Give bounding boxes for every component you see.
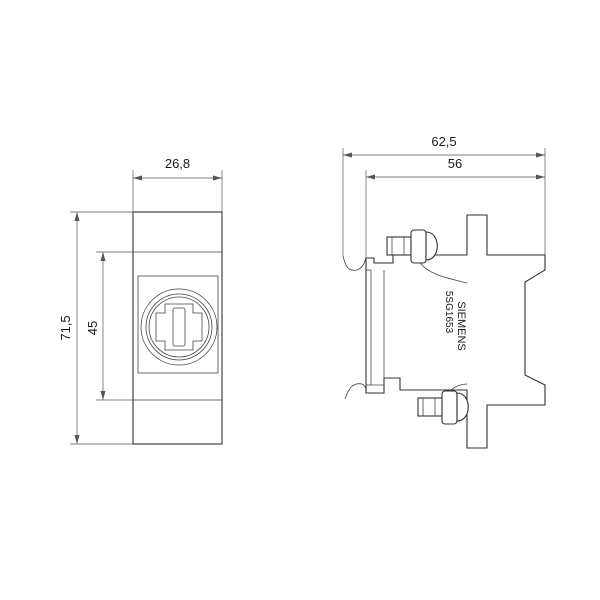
inner-width-label: 56	[448, 156, 462, 171]
front-view-body	[132, 211, 223, 445]
fuse-holder-middle-ring	[145, 293, 213, 361]
inner-height-arrow-bottom	[100, 391, 106, 400]
inner-width-arrow-right	[536, 174, 545, 180]
lower-terminal-wire	[449, 383, 468, 392]
height-dimension-label: 71,5	[58, 315, 73, 340]
width-dimension-label: 26,8	[165, 156, 190, 171]
fuse-socket-slot	[172, 307, 186, 347]
lower-spring-clip	[344, 383, 367, 400]
lower-screw-shank	[417, 397, 443, 417]
fuse-holder-inner-ring	[148, 296, 210, 358]
upper-terminal-screw	[386, 229, 468, 284]
front-view-recess	[137, 275, 219, 374]
side-view: SIEMENS 5SG1653 62,5 56	[342, 134, 546, 449]
upper-terminal-wire	[419, 262, 468, 284]
lower-screw-head	[441, 390, 458, 425]
overall-width-label: 62,5	[431, 134, 456, 149]
inner-width-arrow-left	[366, 174, 375, 180]
width-arrow-left	[133, 175, 142, 181]
lower-terminal-screw	[417, 383, 469, 425]
upper-screw-shank	[386, 236, 412, 256]
front-view: 26,8 71,5 45	[58, 156, 223, 445]
fuse-socket-cross	[155, 303, 203, 351]
upper-spring-clip	[342, 255, 367, 271]
inner-height-dimension-label: 45	[85, 321, 100, 335]
brand-label: SIEMENS	[455, 301, 467, 351]
lower-screw-dome	[456, 392, 469, 422]
fuse-holder-outer-ring	[140, 288, 218, 366]
height-arrow-top	[74, 212, 80, 221]
upper-screw-dome	[425, 231, 438, 261]
upper-screw-head	[410, 229, 427, 264]
height-arrow-bottom	[74, 435, 80, 444]
inner-height-arrow-top	[100, 252, 106, 261]
overall-width-arrow-right	[536, 152, 545, 158]
overall-width-arrow-left	[343, 152, 352, 158]
width-arrow-right	[213, 175, 222, 181]
part-number-label: 5SG1653	[443, 291, 454, 334]
